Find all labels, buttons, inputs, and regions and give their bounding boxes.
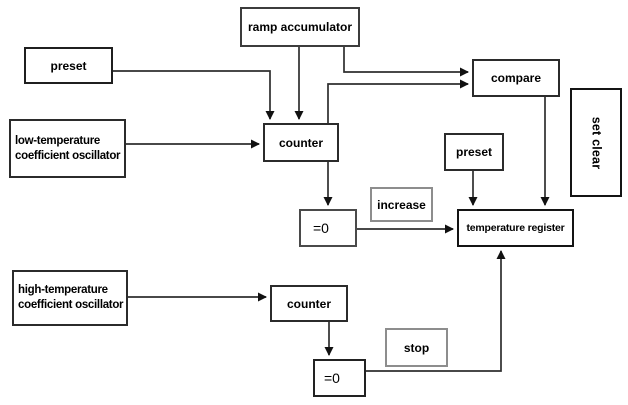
node-stop: stop — [385, 328, 448, 367]
node-preset-middle: preset — [444, 133, 504, 171]
node-counter-upper-label: counter — [278, 135, 323, 150]
node-eq0-upper-label: =0 — [313, 220, 329, 236]
edge-eq0-bottom-to-temp-register — [366, 250, 506, 372]
node-compare: compare — [472, 59, 560, 97]
node-temperature-register: temperature register — [457, 209, 574, 247]
edge-preset-top-to-counter-top — [113, 70, 275, 120]
node-temperature-register-label: temperature register — [466, 222, 565, 234]
node-counter-lower-label: counter — [286, 296, 331, 311]
node-counter-lower: counter — [270, 285, 348, 322]
edge-ramp-accumulator-to-compare — [343, 47, 469, 77]
node-compare-label: compare — [490, 71, 542, 85]
node-increase: increase — [370, 187, 433, 222]
node-preset-middle-label: preset — [455, 145, 493, 159]
node-increase-label: increase — [377, 197, 426, 212]
node-ramp-accumulator-label: ramp accumulator — [247, 20, 353, 34]
node-low-temp-osc-label-line2: coefficient oscillator — [15, 149, 121, 162]
node-ramp-accumulator: ramp accumulator — [240, 7, 360, 47]
node-stop-label: stop — [403, 340, 430, 355]
node-set-clear: set clear — [570, 88, 622, 197]
node-preset-top: preset — [24, 47, 113, 84]
node-high-temp-coefficient-oscillator: high-temperature coefficient oscillator — [12, 270, 128, 326]
node-high-temp-osc-label-line2: coefficient oscillator — [18, 299, 124, 311]
edge-counter-top-to-compare — [327, 79, 469, 123]
node-low-temp-coefficient-oscillator: low-temperature coefficient oscillator — [9, 119, 126, 178]
node-set-clear-label: set clear — [589, 116, 604, 169]
node-counter-upper: counter — [263, 123, 339, 162]
node-eq0-lower-label: =0 — [324, 370, 340, 386]
node-high-temp-osc-label-line1: high-temperature — [18, 284, 108, 296]
node-low-temp-osc-label-line1: low-temperature — [15, 134, 100, 147]
node-preset-top-label: preset — [50, 58, 87, 73]
node-eq0-upper: =0 — [299, 209, 357, 247]
node-eq0-lower: =0 — [313, 359, 366, 397]
